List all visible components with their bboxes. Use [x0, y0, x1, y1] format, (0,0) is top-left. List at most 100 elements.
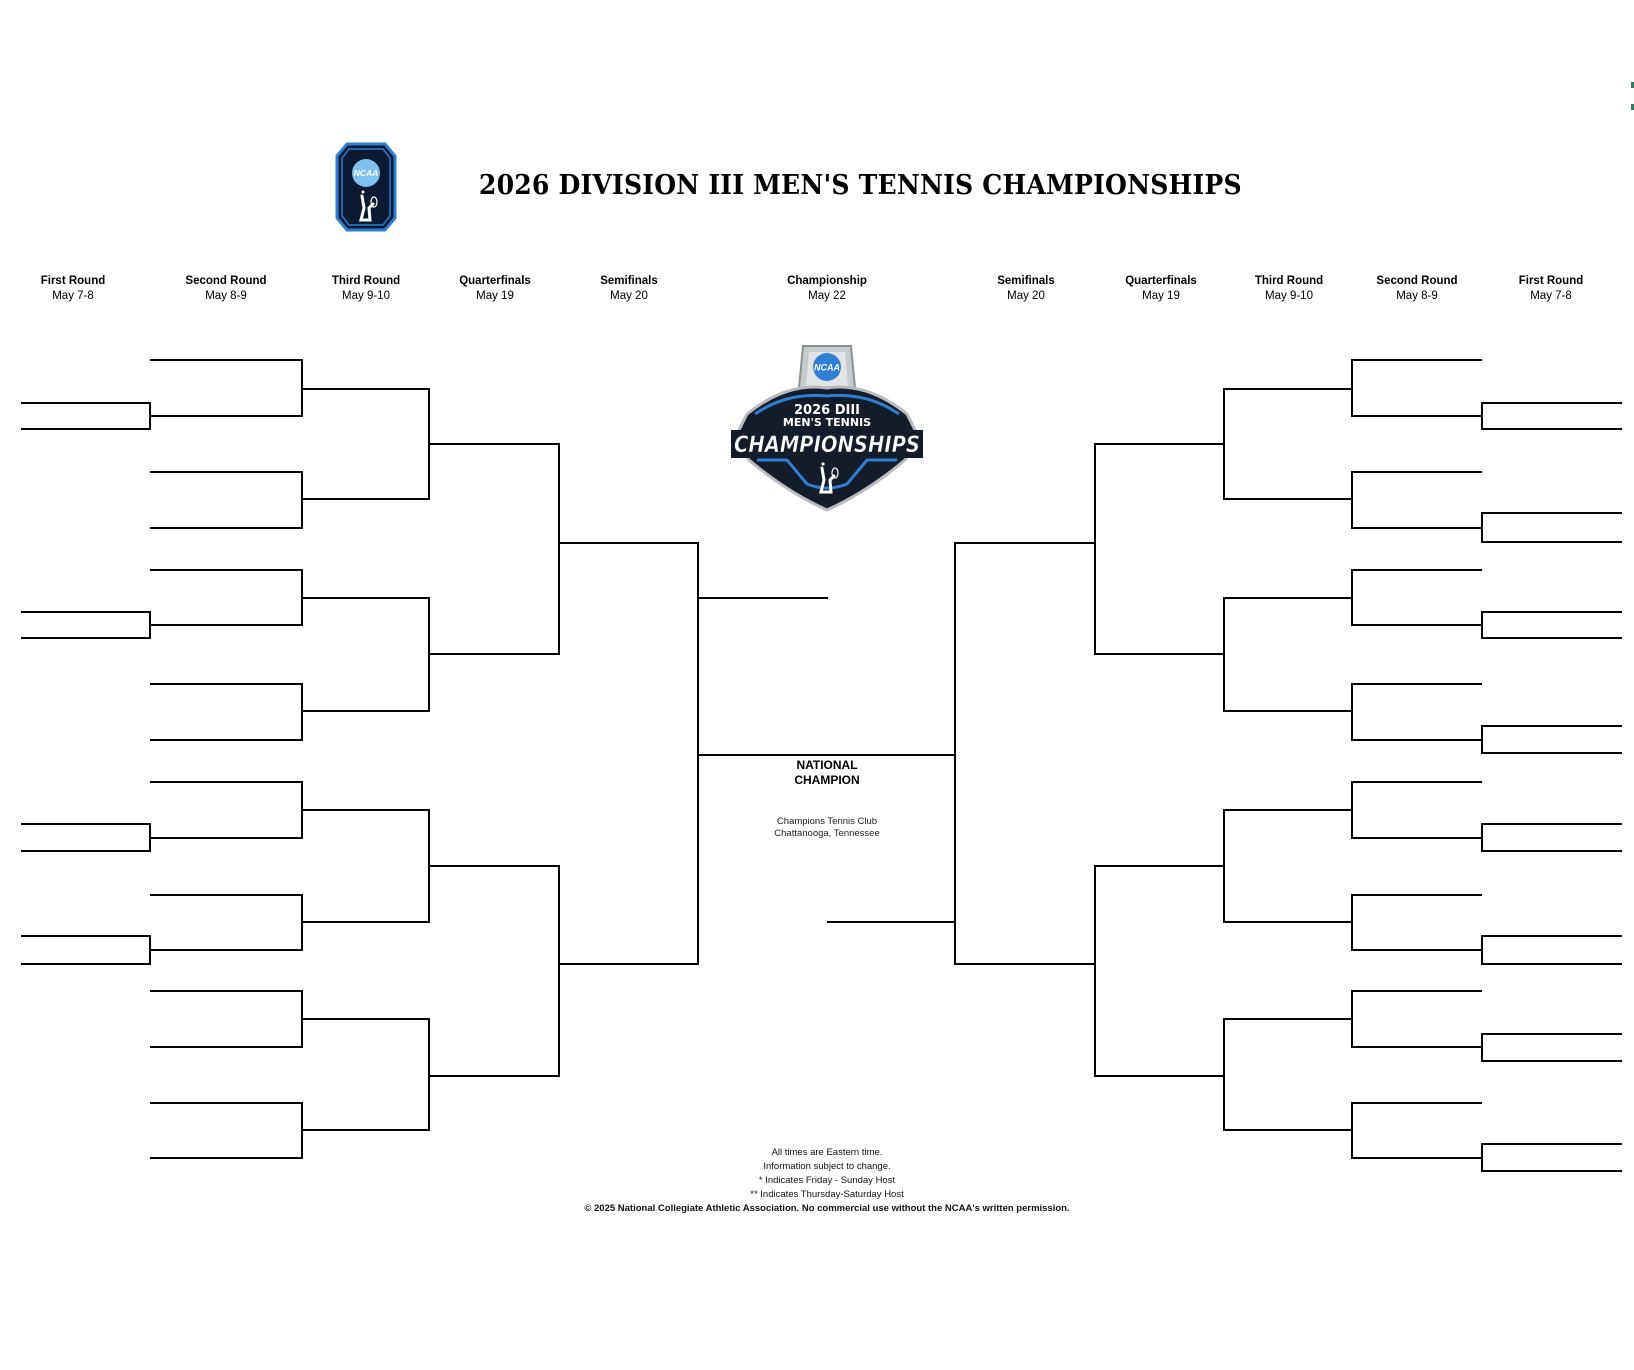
team-slot-line[interactable] [150, 471, 303, 473]
team-slot-line[interactable] [1223, 809, 1353, 811]
team-slot-line[interactable] [302, 809, 430, 811]
team-slot-line[interactable] [1094, 865, 1225, 867]
team-slot-line[interactable] [1481, 428, 1622, 430]
bracket-connector [697, 542, 699, 965]
team-slot-line[interactable] [1481, 823, 1622, 825]
team-slot-line[interactable] [1351, 990, 1482, 992]
bracket-connector [954, 542, 956, 965]
bracket-connector [1351, 569, 1353, 626]
team-slot-line[interactable] [150, 990, 303, 992]
team-slot-line[interactable] [150, 683, 303, 685]
team-slot-line[interactable] [1351, 949, 1482, 951]
team-slot-line[interactable] [1223, 1018, 1353, 1020]
team-slot-line[interactable] [1481, 1170, 1622, 1172]
team-slot-line[interactable] [302, 1129, 430, 1131]
team-slot-line[interactable] [21, 963, 151, 965]
team-slot-line[interactable] [21, 823, 151, 825]
team-slot-line[interactable] [302, 597, 430, 599]
team-slot-line[interactable] [1481, 611, 1622, 613]
team-slot-line[interactable] [150, 1157, 303, 1159]
team-slot-line[interactable] [1351, 1102, 1482, 1104]
team-slot-line[interactable] [1351, 569, 1482, 571]
team-slot-line[interactable] [1223, 388, 1353, 390]
finalist-slot-line[interactable] [698, 597, 828, 599]
team-slot-line[interactable] [1481, 637, 1622, 639]
team-slot-line[interactable] [1351, 359, 1482, 361]
team-slot-line[interactable] [1351, 415, 1482, 417]
team-slot-line[interactable] [150, 624, 303, 626]
team-slot-line[interactable] [1481, 850, 1622, 852]
team-slot-line[interactable] [1223, 498, 1353, 500]
bracket-connector [1223, 388, 1225, 500]
ncaa-tennis-badge-icon: NCAA [335, 142, 397, 232]
team-slot-line[interactable] [954, 542, 1096, 544]
team-slot-line[interactable] [21, 611, 151, 613]
team-slot-line[interactable] [1223, 597, 1353, 599]
team-slot-line[interactable] [302, 921, 430, 923]
team-slot-line[interactable] [21, 935, 151, 937]
team-slot-line[interactable] [150, 781, 303, 783]
team-slot-line[interactable] [21, 850, 151, 852]
team-slot-line[interactable] [1481, 402, 1622, 404]
team-slot-line[interactable] [150, 1046, 303, 1048]
team-slot-line[interactable] [21, 402, 151, 404]
bracket-connector [1223, 1018, 1225, 1131]
team-slot-line[interactable] [150, 894, 303, 896]
team-slot-line[interactable] [1351, 683, 1482, 685]
team-slot-line[interactable] [302, 388, 430, 390]
team-slot-line[interactable] [1481, 752, 1622, 754]
team-slot-line[interactable] [429, 653, 560, 655]
team-slot-line[interactable] [559, 963, 699, 965]
team-slot-line[interactable] [150, 949, 303, 951]
team-slot-line[interactable] [1351, 837, 1482, 839]
bracket-connector [558, 865, 560, 1077]
footer-notes: All times are Eastern time. Information … [467, 1146, 1187, 1216]
team-slot-line[interactable] [1351, 1046, 1482, 1048]
team-slot-line[interactable] [1094, 1075, 1225, 1077]
team-slot-line[interactable] [1481, 512, 1622, 514]
team-slot-line[interactable] [150, 359, 303, 361]
bracket-connector [1481, 935, 1483, 965]
team-slot-line[interactable] [150, 569, 303, 571]
team-slot-line[interactable] [1351, 781, 1482, 783]
team-slot-line[interactable] [150, 837, 303, 839]
team-slot-line[interactable] [1481, 935, 1622, 937]
team-slot-line[interactable] [302, 498, 430, 500]
team-slot-line[interactable] [21, 637, 151, 639]
bracket-connector [1481, 823, 1483, 852]
team-slot-line[interactable] [559, 542, 699, 544]
team-slot-line[interactable] [1481, 1033, 1622, 1035]
team-slot-line[interactable] [1351, 624, 1482, 626]
team-slot-line[interactable] [150, 527, 303, 529]
team-slot-line[interactable] [1094, 653, 1225, 655]
team-slot-line[interactable] [1481, 725, 1622, 727]
team-slot-line[interactable] [1481, 1143, 1622, 1145]
team-slot-line[interactable] [1481, 541, 1622, 543]
team-slot-line[interactable] [1481, 1060, 1622, 1062]
team-slot-line[interactable] [429, 443, 560, 445]
bracket-connector [1223, 809, 1225, 923]
team-slot-line[interactable] [1351, 894, 1482, 896]
team-slot-line[interactable] [1351, 527, 1482, 529]
team-slot-line[interactable] [302, 710, 430, 712]
team-slot-line[interactable] [1351, 739, 1482, 741]
team-slot-line[interactable] [429, 1075, 560, 1077]
national-champion-line[interactable] [698, 754, 956, 756]
team-slot-line[interactable] [1223, 1129, 1353, 1131]
team-slot-line[interactable] [150, 1102, 303, 1104]
team-slot-line[interactable] [954, 963, 1096, 965]
team-slot-line[interactable] [150, 739, 303, 741]
team-slot-line[interactable] [1481, 963, 1622, 965]
team-slot-line[interactable] [1223, 710, 1353, 712]
team-slot-line[interactable] [302, 1018, 430, 1020]
finalist-slot-line[interactable] [827, 921, 956, 923]
team-slot-line[interactable] [21, 428, 151, 430]
team-slot-line[interactable] [1351, 471, 1482, 473]
team-slot-line[interactable] [1351, 1157, 1482, 1159]
team-slot-line[interactable] [1094, 443, 1225, 445]
team-slot-line[interactable] [1223, 921, 1353, 923]
team-slot-line[interactable] [429, 865, 560, 867]
bracket-connector [1481, 402, 1483, 430]
team-slot-line[interactable] [150, 415, 303, 417]
